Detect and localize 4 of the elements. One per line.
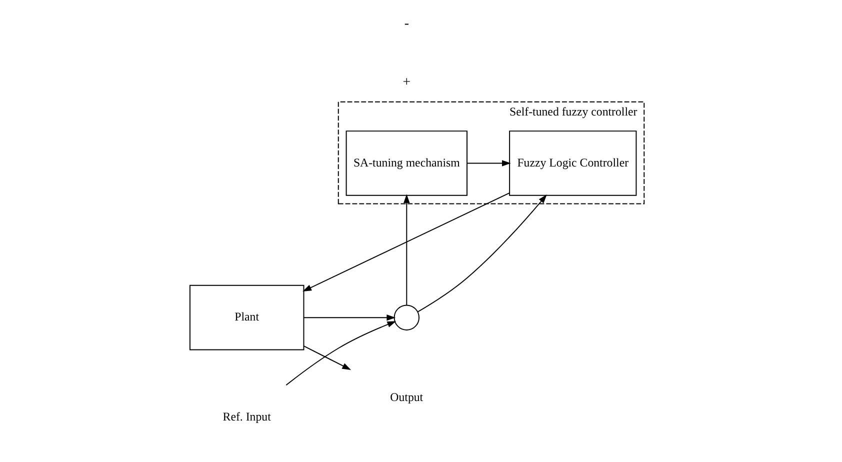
node-text: Output	[390, 390, 424, 404]
label: -	[404, 15, 409, 30]
node-text: Ref. Input	[222, 410, 271, 424]
label: +	[402, 74, 411, 89]
